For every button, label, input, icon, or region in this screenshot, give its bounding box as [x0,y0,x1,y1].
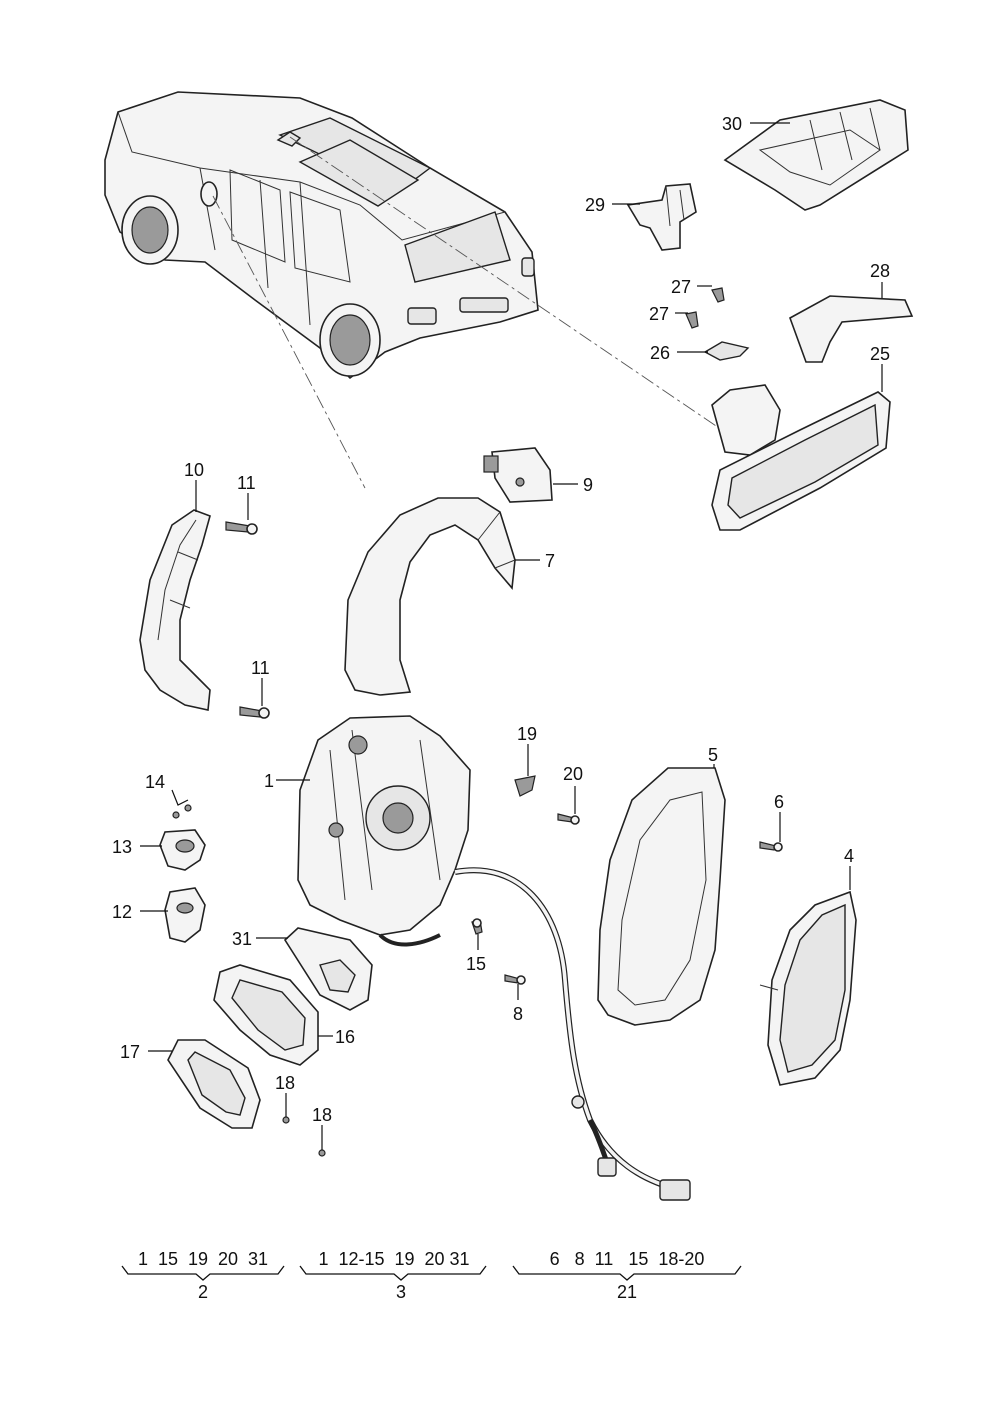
callout-13: 13 [112,837,132,857]
callout-20: 20 [563,764,583,784]
part-1-mirror-base [297,715,471,936]
callout-18: 18 [312,1105,332,1125]
part-14-screws [172,804,192,819]
callout-16: 16 [335,1027,355,1047]
callout-28: 28 [870,261,890,281]
callout-25: 25 [870,344,890,364]
part-29-bracket [626,183,697,251]
callout-29: 29 [585,195,605,215]
part-15-screw [471,918,483,935]
callout-9: 9 [583,475,593,495]
callout-11: 11 [237,473,256,493]
callout-27: 27 [649,304,669,324]
assembly-groups: 1 15 19 20 31 2 1 12-15 19 20 31 3 6 8 1… [121,1249,742,1302]
group-members: 6 8 11 15 18-20 [550,1249,705,1269]
part-11-screws [225,521,270,719]
part-10-trim [139,509,211,711]
callout-6: 6 [774,792,784,812]
part-4-mirror-glass [759,890,857,1086]
callout-17: 17 [120,1042,140,1062]
part-26-clip [703,341,750,361]
part-30-cover [723,99,909,211]
group-number: 3 [396,1282,406,1302]
callout-labels: 30 29 28 27 27 26 25 10 11 11 9 7 1 19 2… [112,114,890,1125]
leader-lines [140,122,883,1150]
callout-27: 27 [671,277,691,297]
part-31-gasket [283,927,373,1011]
callout-31: 31 [232,929,252,949]
part-27-screws [685,287,725,329]
assembly-group-2: 1 15 19 20 31 2 [121,1249,285,1302]
group-number: 2 [198,1282,208,1302]
reference-lines [212,136,723,489]
harness-cable [378,867,691,1201]
callout-1: 1 [264,771,274,791]
assembly-group-3: 1 12-15 19 20 31 3 [299,1249,487,1302]
callout-5: 5 [708,745,718,765]
callout-30: 30 [722,114,742,134]
group-number: 21 [617,1282,637,1302]
part-8-screw [504,974,526,985]
part-13-motor [159,829,206,871]
assembly-group-21: 6 8 11 15 18-20 21 [512,1249,742,1302]
part-19-bracket [514,775,536,797]
part-16-bezel [213,964,319,1066]
callout-26: 26 [650,343,670,363]
callout-4: 4 [844,846,854,866]
callout-14: 14 [145,772,165,792]
part-28-trim [789,295,914,363]
part-12-motor [164,887,206,943]
callout-8: 8 [513,1004,523,1024]
callout-12: 12 [112,902,132,922]
group-members: 1 15 19 20 31 [138,1249,268,1269]
callout-15: 15 [466,954,486,974]
part-17-seal [167,1039,261,1129]
vehicle-illustration [104,91,539,380]
part-6-screw [759,841,783,852]
callout-19: 19 [517,724,537,744]
part-20-screw [557,813,580,825]
callout-7: 7 [545,551,555,571]
callout-10: 10 [184,460,204,480]
group-members: 1 12-15 19 20 31 [318,1249,469,1269]
part-25-rearview-mirror [711,384,891,531]
callout-11: 11 [251,658,270,678]
part-7-housing-cap [344,497,516,696]
callout-18: 18 [275,1073,295,1093]
part-5-mirror-frame [597,767,726,1026]
part-9-module [483,447,553,503]
